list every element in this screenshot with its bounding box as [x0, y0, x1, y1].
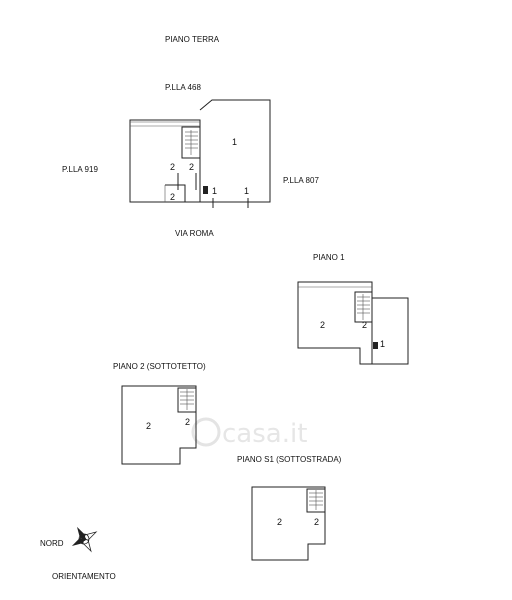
- label-piano-s1: PIANO S1 (SOTTOSTRADA): [237, 455, 342, 464]
- plan-piano-1: [297, 281, 409, 365]
- label-plla-919: P.LLA 919: [62, 165, 98, 174]
- room-number: 2: [362, 320, 367, 330]
- label-piano-2: PIANO 2 (SOTTOTETTO): [113, 362, 206, 371]
- watermark: casa.it: [191, 417, 307, 449]
- room-number: 1: [212, 186, 217, 196]
- plan-piano-terra: [129, 99, 271, 208]
- room-number: 1: [232, 137, 237, 147]
- room-number: 2: [170, 162, 175, 172]
- plan-piano-2: [121, 385, 197, 465]
- label-plla-807: P.LLA 807: [283, 176, 319, 185]
- room-number: 2: [314, 517, 319, 527]
- label-nord: NORD: [40, 539, 64, 548]
- label-via-roma: VIA ROMA: [175, 229, 214, 238]
- room-number: 2: [189, 162, 194, 172]
- room-number: 2: [146, 421, 151, 431]
- compass-rose-icon: [71, 526, 98, 553]
- room-number: 2: [170, 192, 175, 202]
- label-orientamento: ORIENTAMENTO: [52, 572, 116, 581]
- plan-piano-s1: [251, 486, 326, 561]
- room-number: 2: [185, 417, 190, 427]
- room-number: 2: [277, 517, 282, 527]
- room-number: 2: [320, 320, 325, 330]
- room-number: 1: [380, 339, 385, 349]
- watermark-text: casa.it: [222, 419, 307, 449]
- label-piano-1: PIANO 1: [313, 253, 345, 262]
- room-number: 1: [244, 186, 249, 196]
- label-plla-468: P.LLA 468: [165, 83, 201, 92]
- label-piano-terra: PIANO TERRA: [165, 35, 220, 44]
